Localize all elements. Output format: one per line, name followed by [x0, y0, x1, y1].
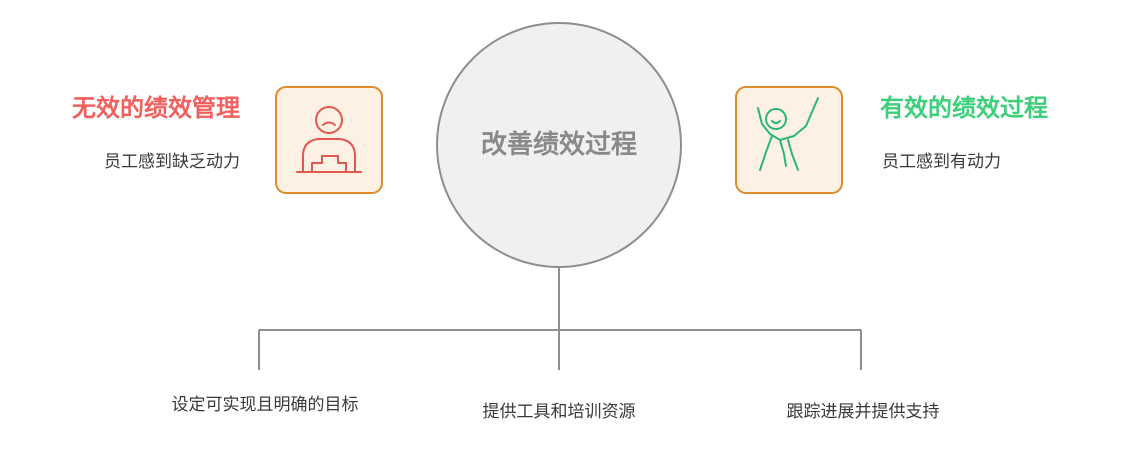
right-icon-box: [735, 86, 843, 194]
right-description: 员工感到有动力: [882, 152, 1001, 172]
right-title: 有效的绩效过程: [880, 94, 1048, 122]
center-circle: [436, 22, 682, 268]
center-label: 改善绩效过程: [480, 130, 637, 160]
energetic-person-icon: [757, 97, 819, 171]
left-title: 无效的绩效管理: [72, 94, 240, 122]
step-set-goals: 设定可实现且明确的目标: [171, 395, 359, 415]
sad-person-at-desk-icon: [296, 106, 362, 173]
step-provide-tools: 提供工具和培训资源: [482, 402, 636, 422]
connector-lines: [258, 267, 862, 370]
left-description: 员工感到缺乏动力: [104, 152, 240, 172]
step-track-progress: 跟踪进展并提供支持: [786, 402, 940, 422]
left-icon-box: [275, 86, 383, 194]
